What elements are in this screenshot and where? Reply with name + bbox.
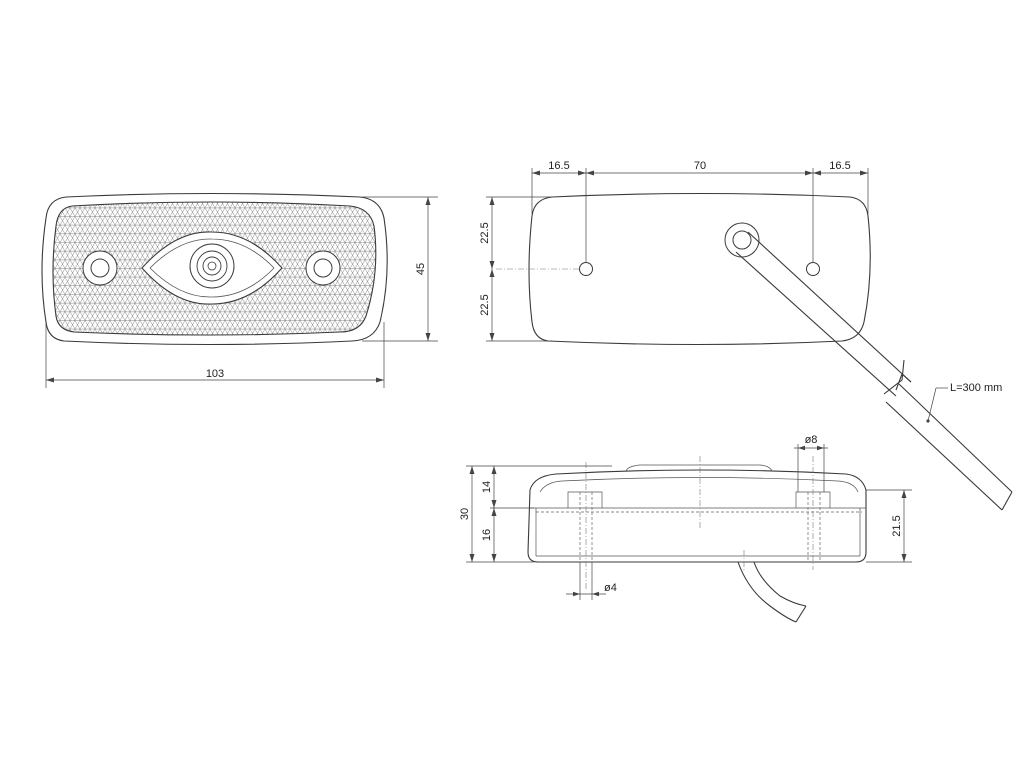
bore-diameter-label: ø8: [805, 434, 818, 446]
hole-diameter-label: ø4: [604, 582, 617, 594]
front-width-dimension: 103: [45, 322, 385, 388]
lower-half-label: 22.5: [479, 294, 491, 315]
front-housing-outline: [41, 192, 388, 346]
side-housing-outline: [527, 469, 867, 563]
front-view: 103 45: [41, 192, 438, 388]
upper-half-label: 22.5: [479, 222, 491, 243]
side-left-boss: [567, 491, 603, 562]
right-height-label: 21.5: [891, 515, 903, 536]
left-offset-label: 16.5: [548, 160, 569, 172]
side-cable: [737, 561, 807, 623]
back-right-mounting-hole: [806, 262, 820, 276]
cable-length-label: L=300 mm: [950, 382, 1002, 394]
right-offset-label: 16.5: [829, 160, 850, 172]
front-right-mounting-hole: [305, 250, 341, 286]
total-height-label: 30: [459, 508, 471, 520]
front-width-label: 103: [206, 368, 224, 380]
bottom-part-label: 16: [481, 529, 493, 541]
front-eye-lamp: [141, 231, 283, 305]
front-height-label: 45: [415, 263, 427, 275]
back-cable-gland: [724, 222, 760, 258]
side-left-dimensions: 30 14 16: [459, 465, 612, 563]
back-cable: [735, 231, 1013, 511]
cable-length-callout: L=300 mm: [926, 382, 1002, 423]
hole-spacing-label: 70: [694, 160, 706, 172]
front-lens-outline: [52, 201, 377, 336]
top-part-label: 14: [481, 481, 493, 493]
back-top-dimensions: 16.5 70 16.5: [531, 160, 869, 262]
front-left-mounting-hole: [82, 250, 118, 286]
front-height-dimension: 45: [362, 196, 438, 342]
back-housing-outline: [528, 192, 871, 346]
hole-diameter-dimension: ø4: [566, 562, 617, 600]
back-view: L=300 mm 16.5 70 16.5: [479, 160, 1013, 511]
back-left-mounting-hole: [579, 262, 593, 276]
bore-diameter-dimension: ø8: [794, 434, 828, 492]
back-left-dimensions: 22.5 22.5: [479, 196, 552, 342]
side-right-dimension: 21.5: [866, 489, 912, 563]
side-view: 30 14 16 21.5 ø8: [459, 434, 912, 623]
